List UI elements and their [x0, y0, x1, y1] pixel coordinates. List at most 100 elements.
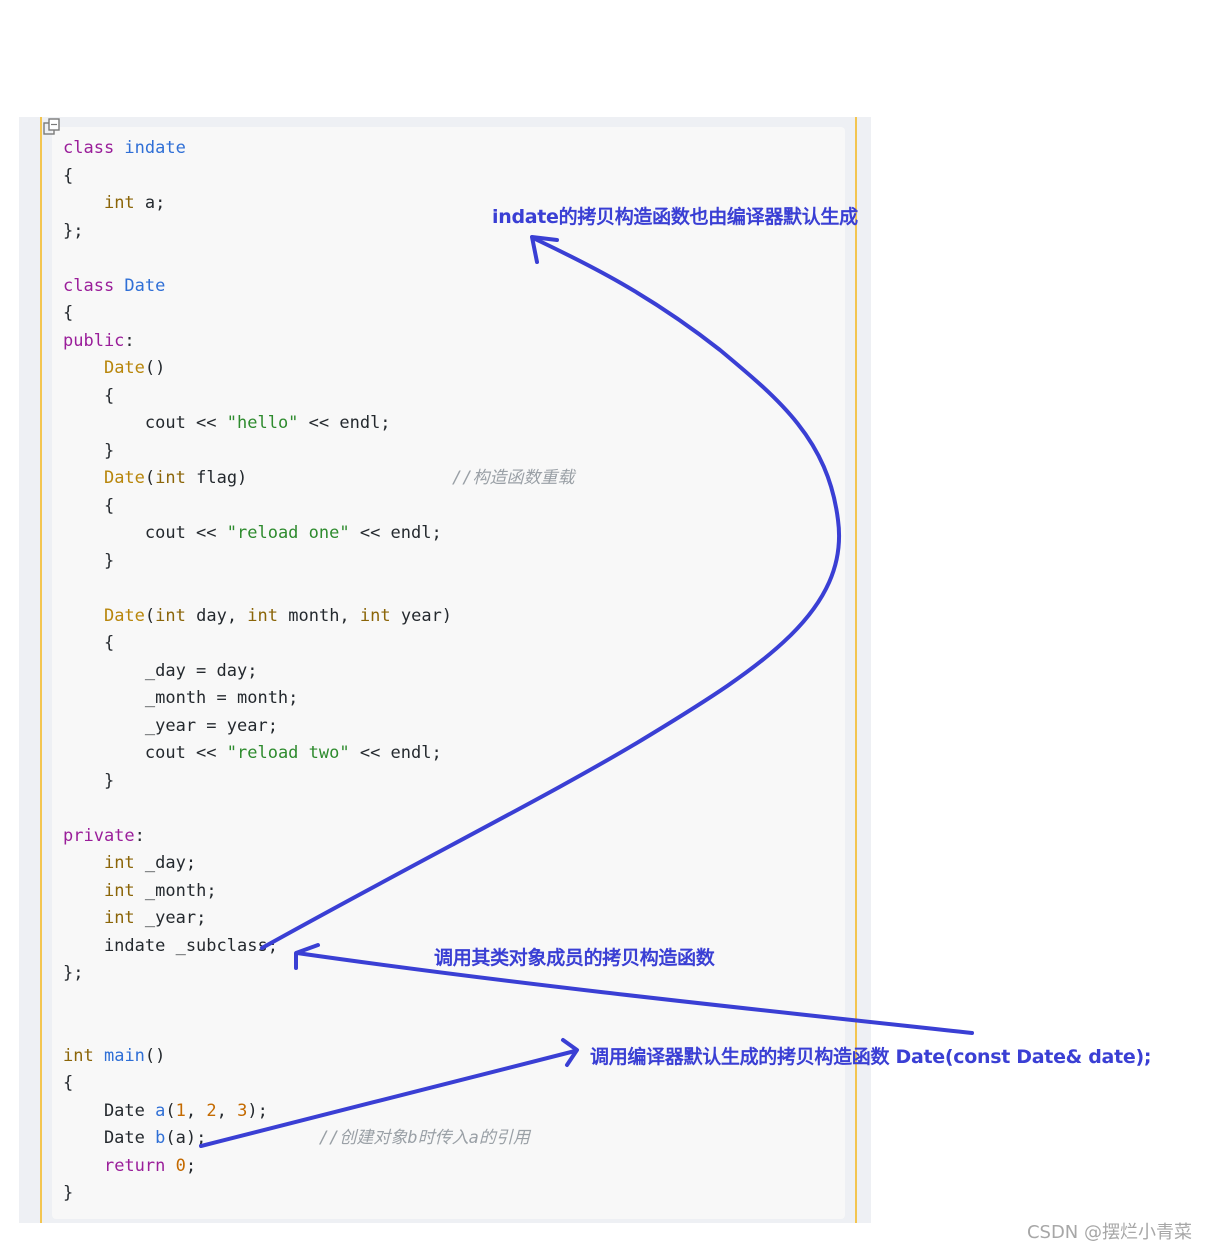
arrow-head-top	[530, 235, 559, 264]
code-token: ()	[144, 1045, 166, 1066]
code-line: indate _subclass;	[63, 933, 278, 960]
code-line: }	[63, 1180, 73, 1207]
code-line: {	[63, 383, 114, 410]
code-token: //创建对象b时传入a的引用	[318, 1128, 530, 1148]
code-token: {	[63, 633, 115, 653]
code-token: }	[63, 1183, 74, 1203]
arrow-head-bottom	[561, 1038, 579, 1067]
code-token: _month;	[134, 880, 217, 901]
code-token: a;	[134, 193, 166, 213]
code-token: 2	[206, 1100, 217, 1121]
code-token: _year;	[134, 908, 207, 928]
code-line: }	[63, 768, 114, 795]
code-token: private	[63, 825, 135, 846]
code-token: _year = year;	[63, 715, 278, 736]
code-token: (	[144, 605, 156, 626]
code-line: Date(int day, int month, int year)	[63, 603, 452, 630]
code-line: return 0;	[63, 1153, 196, 1180]
code-token: {	[63, 303, 74, 323]
code-token: );	[247, 1100, 268, 1121]
code-token: int	[103, 193, 135, 213]
code-token: _day;	[134, 853, 197, 873]
code-token: main	[103, 1045, 145, 1066]
annotation-middle: 调用其类对象成员的拷贝构造函数	[434, 947, 715, 969]
code-line: {	[63, 163, 73, 190]
code-token: "reload two"	[226, 743, 350, 763]
watermark: CSDN @摆烂小青菜	[1026, 1222, 1192, 1243]
code-line: private:	[63, 823, 145, 850]
code-token: _day = day;	[63, 660, 258, 681]
code-token: cout <<	[63, 413, 227, 433]
code-token: };	[63, 963, 84, 983]
code-line: _year = year;	[63, 713, 278, 740]
code-token: }	[63, 550, 115, 571]
code-token: a	[155, 1100, 166, 1121]
code-token: year)	[390, 605, 453, 626]
code-token: 1	[175, 1100, 186, 1121]
code-line: Date a(1, 2, 3);	[63, 1098, 268, 1125]
code-token: (	[144, 468, 156, 488]
code-token: Date	[103, 358, 145, 378]
code-token: }	[63, 440, 115, 461]
code-token: 0	[175, 1155, 186, 1176]
code-token: ,	[185, 1100, 207, 1121]
code-token: 3	[237, 1100, 248, 1121]
code-token: :	[134, 825, 145, 846]
code-line: Date b(a); //创建对象b时传入a的引用	[63, 1125, 530, 1152]
code-token: {	[63, 385, 115, 406]
code-token: {	[63, 495, 115, 516]
code-token: ,	[216, 1100, 238, 1121]
code-token: day,	[185, 605, 248, 626]
arrow-from-b	[199, 1049, 577, 1148]
annotation-top: indate的拷贝构造函数也由编译器默认生成	[492, 206, 858, 228]
arrow-curve-to-top	[260, 236, 842, 950]
code-line: class indate	[63, 135, 186, 162]
right-guide-line	[855, 117, 857, 1223]
code-token: "reload one"	[226, 523, 350, 543]
left-guide-line	[40, 117, 42, 1223]
code-token: int	[103, 908, 135, 928]
code-token: {	[63, 1073, 74, 1093]
code-token: indate	[124, 138, 186, 158]
code-line: int _day;	[63, 850, 196, 877]
code-line: _month = month;	[63, 685, 299, 712]
code-line: int a;	[63, 190, 165, 217]
code-token: (a);	[165, 1128, 319, 1148]
code-line: }	[63, 438, 114, 465]
code-token: _month = month;	[63, 688, 299, 708]
code-token: Date	[103, 605, 145, 626]
code-line: }	[63, 548, 114, 575]
code-token: }	[63, 770, 115, 791]
code-line: cout << "reload two" << endl;	[63, 740, 442, 767]
code-token: Date	[124, 275, 166, 296]
code-token: public	[63, 330, 125, 351]
code-token: b	[155, 1128, 166, 1148]
code-line: class Date	[63, 273, 165, 300]
code-token: Date	[103, 468, 145, 488]
code-token: int	[155, 605, 186, 626]
code-token: int	[247, 605, 279, 626]
code-line: _day = day;	[63, 658, 258, 685]
code-token: (	[165, 1100, 176, 1121]
code-token: ;	[185, 1155, 197, 1176]
code-token: int	[63, 1045, 94, 1066]
copy-code-icon[interactable]	[43, 118, 61, 136]
code-token: << endl;	[349, 743, 442, 763]
code-token: month,	[278, 605, 360, 626]
code-line: Date(int flag) //构造函数重载	[63, 465, 575, 492]
code-token: {	[63, 165, 74, 186]
code-line: Date()	[63, 355, 165, 382]
code-token: int	[103, 880, 135, 901]
code-token: :	[124, 330, 135, 351]
code-line: };	[63, 960, 83, 987]
code-token: << endl;	[349, 523, 442, 543]
code-token: };	[63, 220, 84, 241]
code-token: //构造函数重载	[451, 468, 575, 488]
code-token: int	[103, 853, 135, 873]
code-token: cout <<	[63, 523, 227, 543]
code-token: indate _subclass;	[63, 935, 278, 956]
code-line: {	[63, 1070, 73, 1097]
code-line: {	[63, 630, 114, 657]
code-token: Date	[63, 1128, 156, 1148]
